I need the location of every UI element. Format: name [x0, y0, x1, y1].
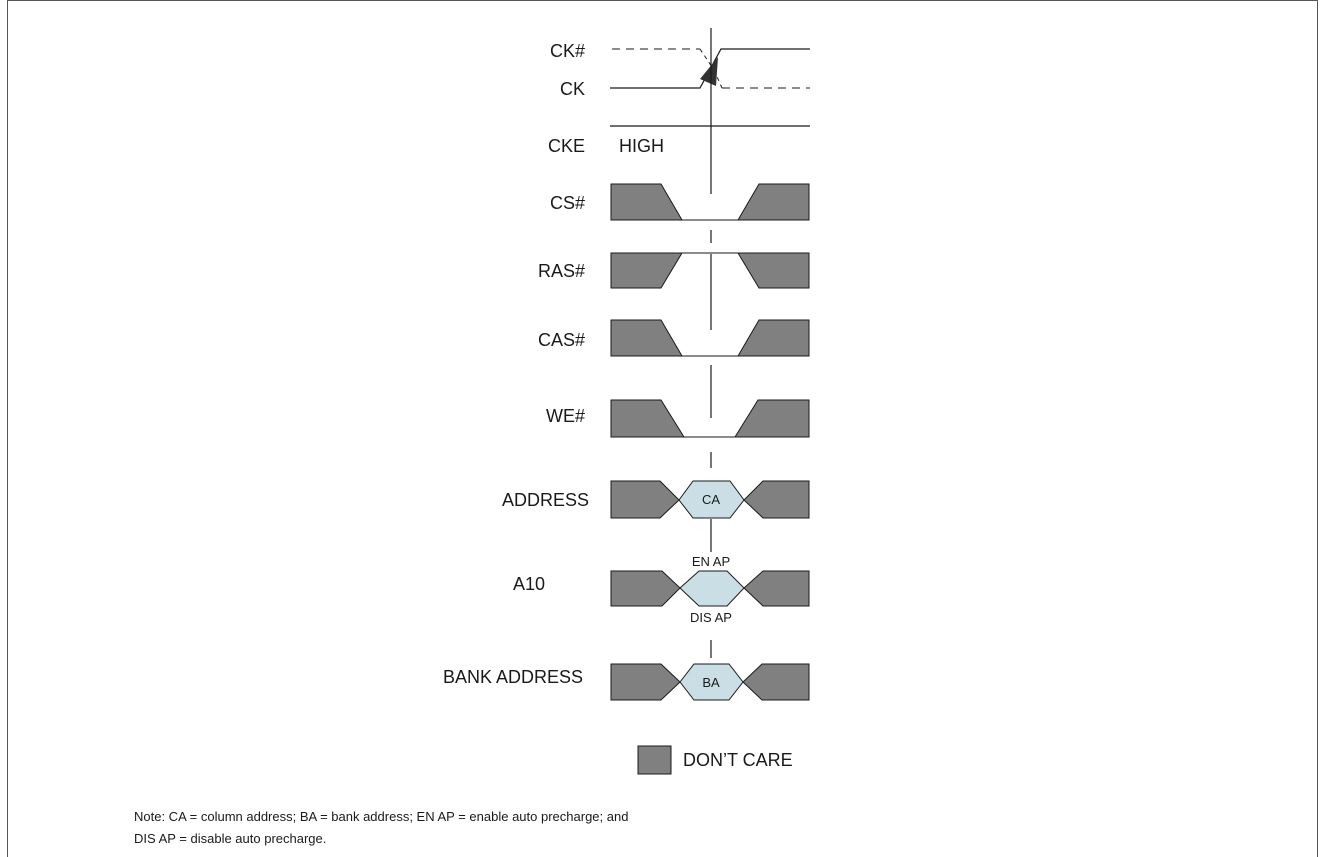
clock-edge-arrow-icon [700, 57, 718, 86]
a10-bottom-value-label: DIS AP [690, 610, 732, 625]
signal-label-address: ADDRESS [502, 490, 589, 510]
waveform-a10 [610, 570, 810, 607]
signal-label-we-n: WE# [546, 406, 585, 426]
note-line-2: DIS AP = disable auto precharge. [134, 831, 327, 846]
waveform-cas-n [610, 319, 810, 357]
signal-label-ck: CK [560, 79, 585, 99]
signal-label-cs-n: CS# [550, 193, 585, 213]
signal-label-cas-n: CAS# [538, 330, 585, 350]
waveform-ras-n [610, 252, 810, 289]
figure-note: Note: CA = column address; BA = bank add… [134, 806, 628, 850]
waveform-bank-address [610, 663, 810, 701]
a10-top-value-label: EN AP [692, 554, 730, 569]
signal-label-cke: CKE [548, 136, 585, 156]
dont-care-swatch-icon [637, 745, 672, 775]
cke-level-label: HIGH [619, 136, 664, 156]
bank-address-value-label: BA [702, 675, 720, 690]
legend-dont-care-label: DON’T CARE [683, 750, 793, 770]
address-value-label: CA [702, 492, 720, 507]
waveform-cs-n [610, 183, 810, 221]
waveform-address [610, 480, 810, 519]
signal-label-ras-n: RAS# [538, 261, 585, 281]
signal-label-ck-n: CK# [550, 41, 585, 61]
signal-label-a10: A10 [513, 574, 545, 594]
waveform-we-n [610, 399, 810, 438]
signal-label-bank-address: BANK ADDRESS [443, 667, 583, 687]
figure-frame [7, 0, 1318, 857]
note-line-1: Note: CA = column address; BA = bank add… [134, 809, 629, 824]
